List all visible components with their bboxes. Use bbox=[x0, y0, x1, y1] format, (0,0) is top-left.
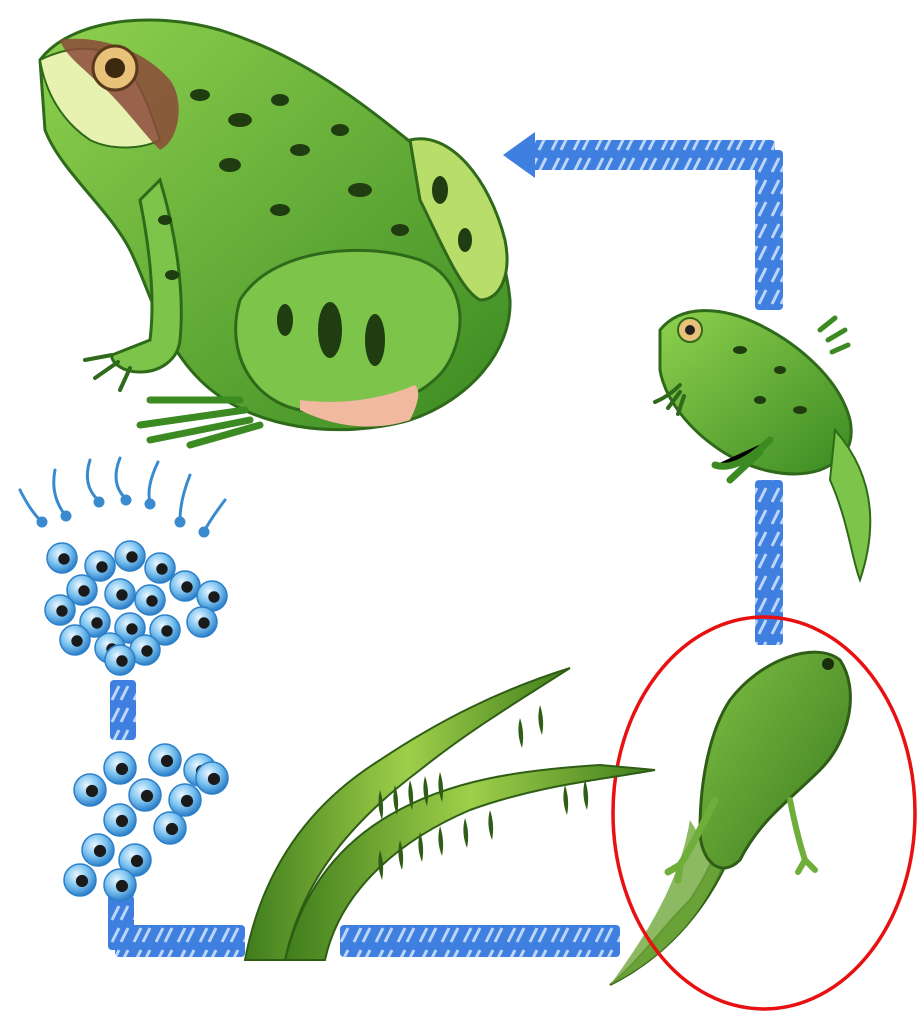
egg-embryo bbox=[116, 655, 127, 666]
adult-frog bbox=[40, 20, 510, 445]
right-arrow-middle bbox=[755, 480, 783, 645]
egg-cluster-upper bbox=[45, 541, 227, 675]
egg-embryo bbox=[78, 585, 89, 596]
top-arrow bbox=[503, 132, 775, 178]
egg-embryo bbox=[181, 581, 192, 592]
egg-embryo bbox=[161, 625, 172, 636]
egg-embryo bbox=[208, 773, 220, 785]
egg-embryo bbox=[146, 595, 157, 606]
egg-embryo bbox=[116, 815, 128, 827]
egg-embryo bbox=[86, 785, 98, 797]
egg-embryo bbox=[166, 823, 178, 835]
egg-cluster-lower bbox=[64, 744, 228, 901]
egg-embryo bbox=[56, 605, 67, 616]
egg-embryo bbox=[76, 875, 88, 887]
egg-embryo bbox=[156, 563, 167, 574]
bottom-arrow-right bbox=[340, 925, 620, 957]
egg-embryo bbox=[96, 561, 107, 572]
egg-embryo bbox=[126, 551, 137, 562]
egg-embryo bbox=[181, 795, 193, 807]
egg-embryo bbox=[94, 845, 106, 857]
egg-embryo bbox=[141, 790, 153, 802]
bottom-arrow-left bbox=[115, 925, 245, 957]
egg-embryo bbox=[91, 617, 102, 628]
egg-embryo bbox=[161, 755, 173, 767]
hatchlings bbox=[20, 458, 225, 536]
left-arrow-middle bbox=[110, 680, 136, 740]
egg-embryo bbox=[131, 855, 143, 867]
egg-embryo bbox=[198, 617, 209, 628]
egg-embryo bbox=[116, 880, 128, 892]
egg-embryo bbox=[71, 635, 82, 646]
egg-embryo bbox=[126, 623, 137, 634]
egg-embryo bbox=[116, 589, 127, 600]
egg-embryo bbox=[116, 763, 128, 775]
egg-embryo bbox=[208, 591, 219, 602]
egg-embryo bbox=[58, 553, 69, 564]
tadpoles-on-leaves bbox=[245, 668, 655, 960]
right-arrow-upper bbox=[755, 150, 783, 310]
egg-embryo bbox=[141, 645, 152, 656]
